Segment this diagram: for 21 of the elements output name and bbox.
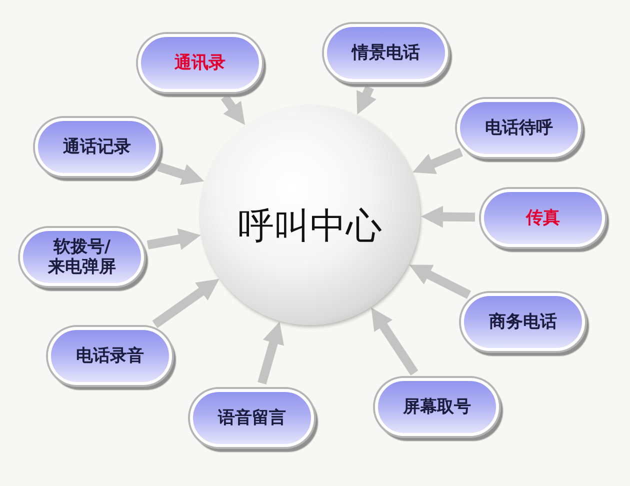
arrow <box>421 206 476 228</box>
arrow <box>412 148 464 174</box>
feature-pill: 商务电话 <box>461 293 585 351</box>
arrow <box>157 162 204 186</box>
feature-pill: 屏幕取号 <box>375 378 499 436</box>
feature-pill: 电话待呼 <box>457 99 581 157</box>
feature-pill: 传真 <box>481 189 605 247</box>
arrow <box>356 86 376 115</box>
arrow <box>146 228 201 250</box>
feature-pill: 通话记录 <box>35 118 159 176</box>
feature-pill: 语音留言 <box>190 389 314 447</box>
feature-pill: 电话录音 <box>48 327 172 385</box>
arrow <box>220 94 245 126</box>
arrow <box>371 308 418 376</box>
arrow <box>258 322 284 384</box>
arrow <box>409 264 472 299</box>
hub-circle: 呼叫中心 <box>200 105 420 325</box>
arrow <box>152 278 220 328</box>
feature-pill: 通讯录 <box>138 34 262 92</box>
feature-pill: 情景电话 <box>324 24 448 82</box>
feature-pill: 软拨号/来电弹屏 <box>20 228 144 286</box>
